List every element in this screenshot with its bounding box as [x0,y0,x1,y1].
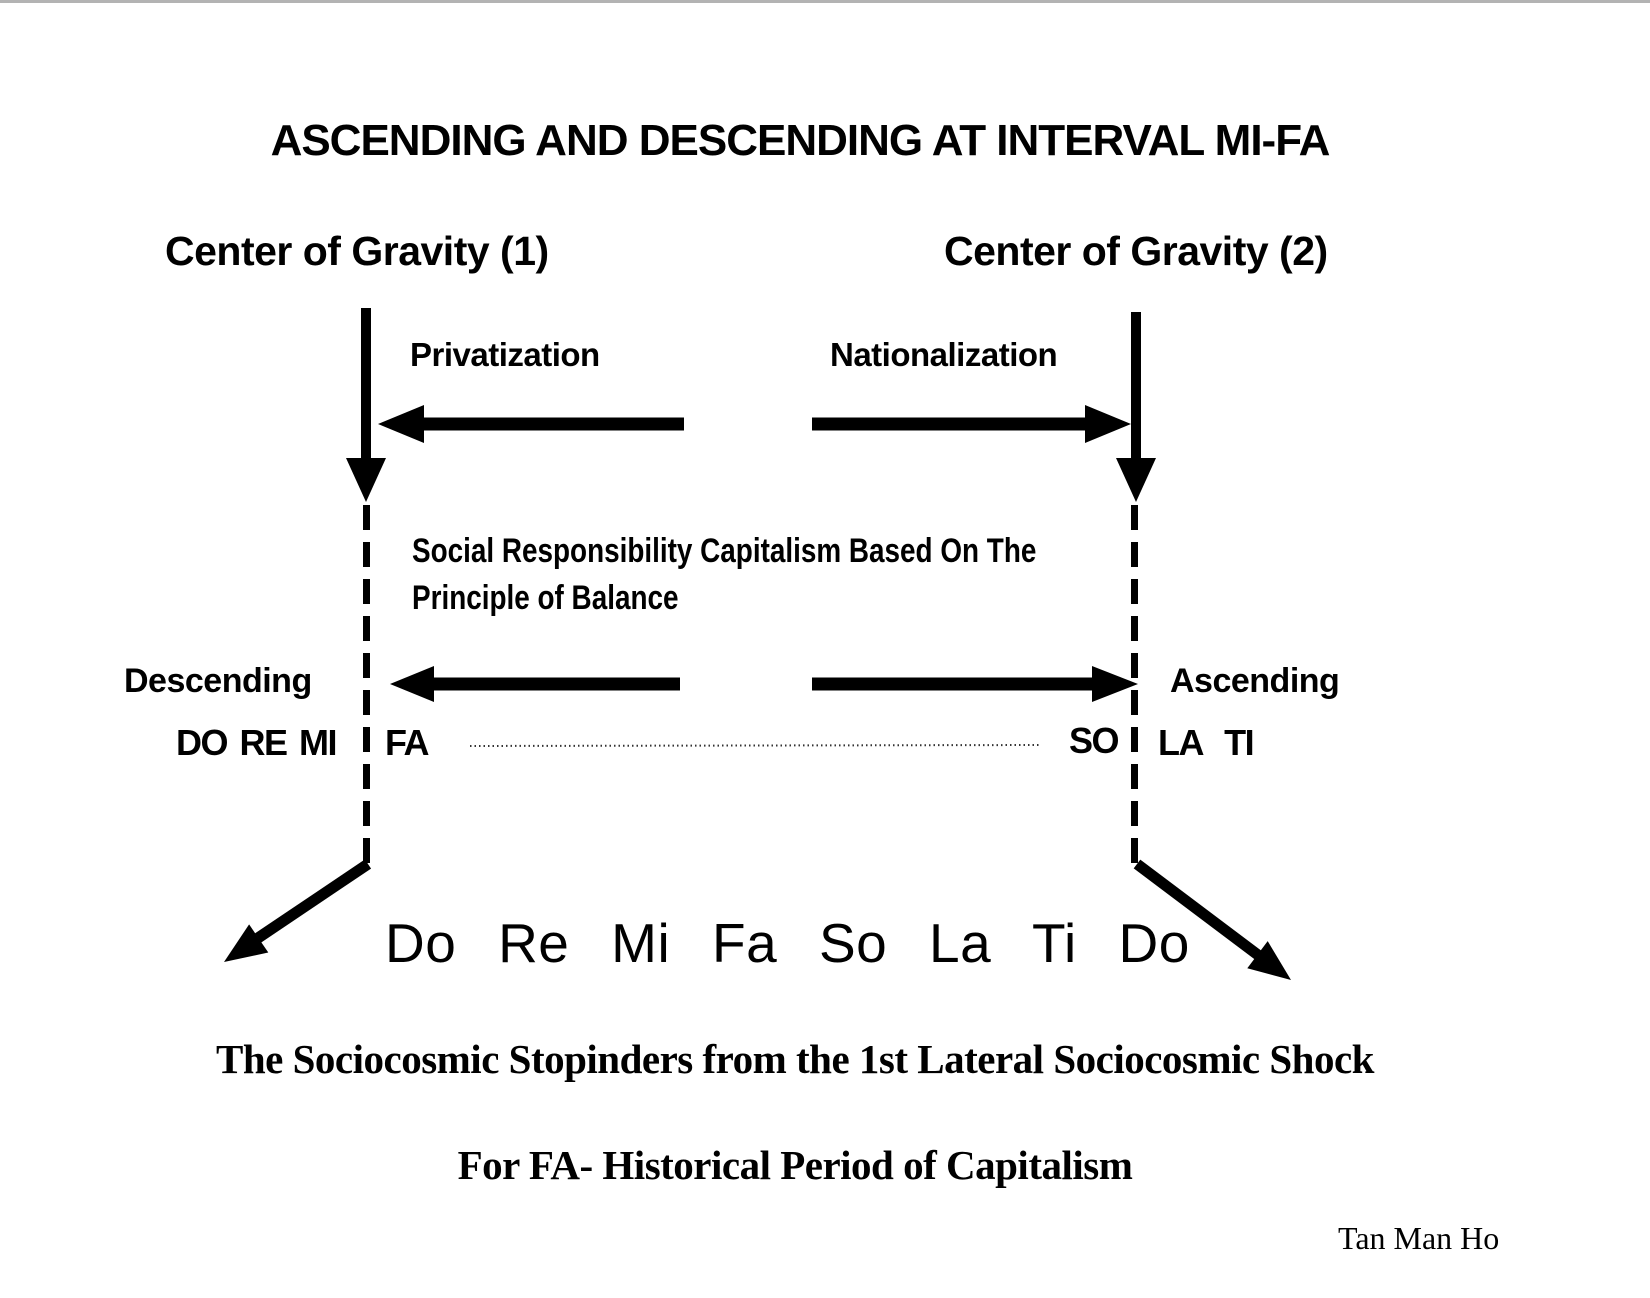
ascending-label: Ascending [1170,662,1340,700]
top-rule [0,0,1650,3]
center-of-gravity-2-heading: Center of Gravity (2) [944,228,1328,274]
footer-subcaption: For FA- Historical Period of Capitalism [457,1142,1133,1188]
balance-text-line1: Social Responsibility Capitalism Based O… [412,532,1037,570]
cog1-down-arrow-icon [346,308,386,502]
nationalization-right-arrow-icon [812,405,1131,443]
page-title: ASCENDING AND DESCENDING AT INTERVAL MI-… [270,116,1331,165]
balance-text-line2: Principle of Balance [412,579,679,617]
note-fa: FA [385,722,430,763]
interval-dotted-line [469,744,1041,747]
footer-caption: The Sociocosmic Stopinders from the 1st … [216,1036,1374,1082]
octave-scale: Do Re Mi Fa So La Ti Do [385,912,1190,974]
notes-la-ti: LA TI [1158,722,1255,763]
note-so: SO [1069,720,1120,761]
descending-label: Descending [124,662,312,700]
ascending-right-arrow-icon [812,666,1138,702]
privatization-label: Privatization [410,336,600,373]
descending-left-arrow-icon [390,666,680,702]
nationalization-label: Nationalization [830,336,1058,373]
notes-do-re-mi: DO RE MI [176,722,338,763]
center-of-gravity-1-heading: Center of Gravity (1) [165,228,549,274]
cog2-down-arrow-icon [1116,312,1156,502]
descending-diagonal-arrow-icon [224,859,372,962]
privatization-left-arrow-icon [378,405,684,443]
author-signature: Tan Man Ho [1338,1220,1500,1256]
